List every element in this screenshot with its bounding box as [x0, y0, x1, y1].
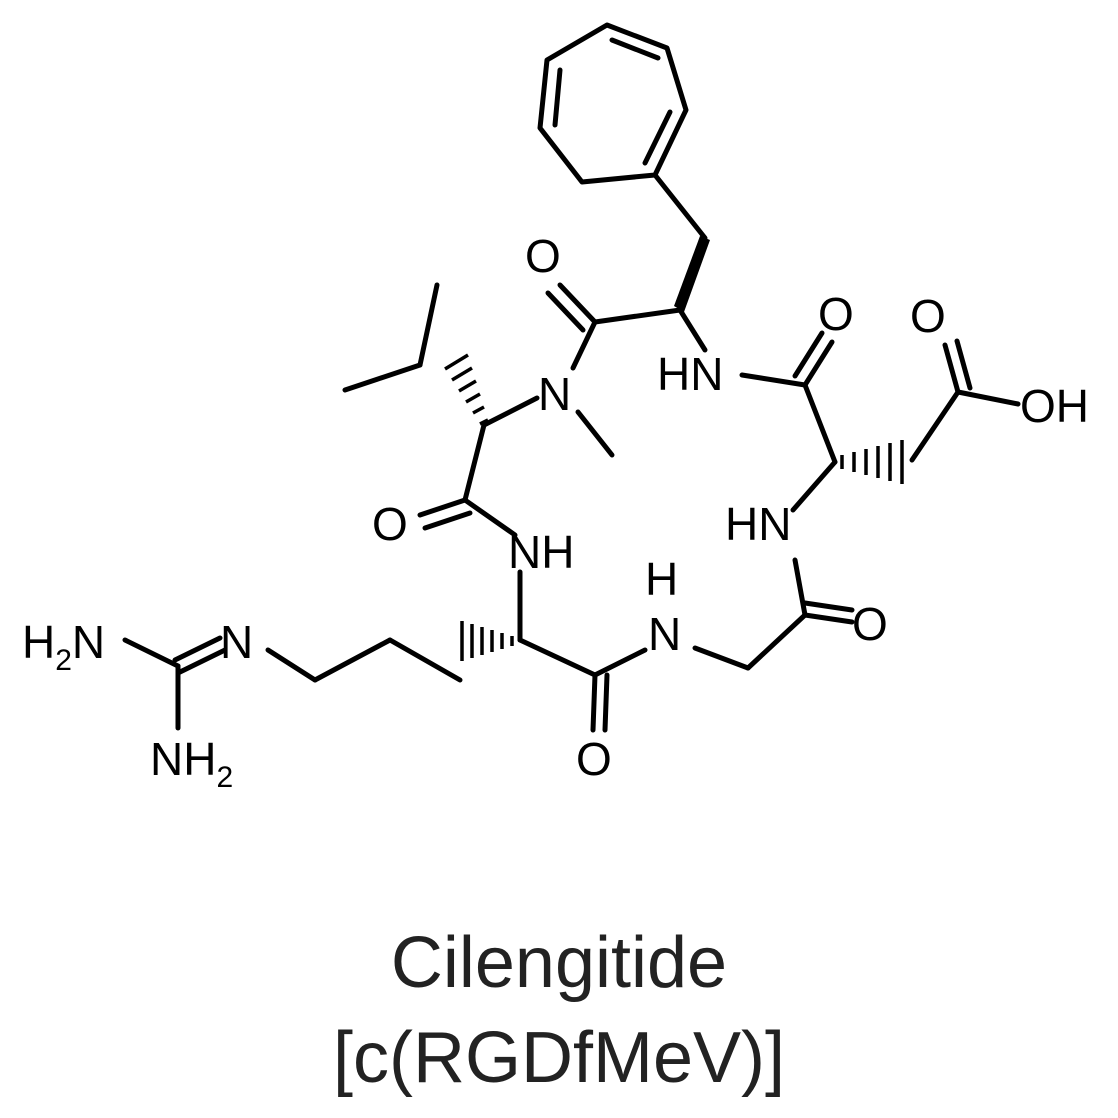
n-methyl: [481, 395, 615, 458]
guanidine-h2n-h: H: [22, 616, 55, 668]
val-carbonyl-oxygen: O: [372, 498, 408, 550]
asp-stereo-hash: [840, 440, 904, 484]
compound-name: Cilengitide: [391, 923, 727, 1003]
guanidine-imine-nitrogen: N: [220, 616, 253, 668]
gly-amide-nitrogen: N: [648, 608, 681, 660]
asp-carbonyl-oxygen: O: [818, 288, 854, 340]
arg-carbonyl-oxygen: O: [576, 733, 612, 785]
phe-backbone: [545, 282, 708, 371]
val-backbone: [417, 422, 518, 538]
gly-backbone: [692, 557, 855, 671]
phenyl-ring: [537, 22, 689, 185]
aspartate-side-chain: [840, 338, 1021, 484]
guanidine-h2n-subscript: 2: [55, 644, 72, 677]
sequence-code: [c(RGDfMeV)]: [333, 1018, 785, 1098]
phe-amide-hn: HN: [657, 348, 723, 400]
arginine-side-chain: [265, 621, 514, 683]
atom-labels: O O O OH N HN HN O NH H N O O N H2N NH2: [22, 230, 1089, 794]
gly-amide-hydrogen: H: [645, 553, 678, 605]
val-stereo-hash: [444, 353, 489, 426]
guanidine-h2n-n: N: [72, 616, 105, 668]
phenylalanine-side-chain: [652, 172, 710, 312]
acid-carbonyl-oxygen: O: [910, 290, 946, 342]
phe-stereo-wedge: [674, 236, 710, 312]
asp-backbone: [739, 330, 838, 513]
arg-amide-nh: NH: [508, 526, 574, 578]
phe-carbonyl-oxygen: O: [525, 230, 561, 282]
guanidine-nh2-nh: NH: [150, 733, 216, 785]
gly-carbonyl-oxygen: O: [852, 598, 888, 650]
valine-side-chain: [342, 282, 489, 426]
arg-backbone: [517, 569, 648, 733]
asp-amide-hn: HN: [725, 498, 791, 550]
arg-stereo-hash: [460, 621, 514, 661]
n-methyl-nitrogen: N: [538, 368, 571, 420]
guanidine-group: [122, 635, 228, 731]
guanidine-nh2-subscript: 2: [216, 761, 233, 794]
acid-hydroxyl: OH: [1020, 380, 1089, 432]
guanidine-nh2: NH2: [150, 733, 233, 794]
guanidine-h2n: H2N: [22, 616, 105, 677]
